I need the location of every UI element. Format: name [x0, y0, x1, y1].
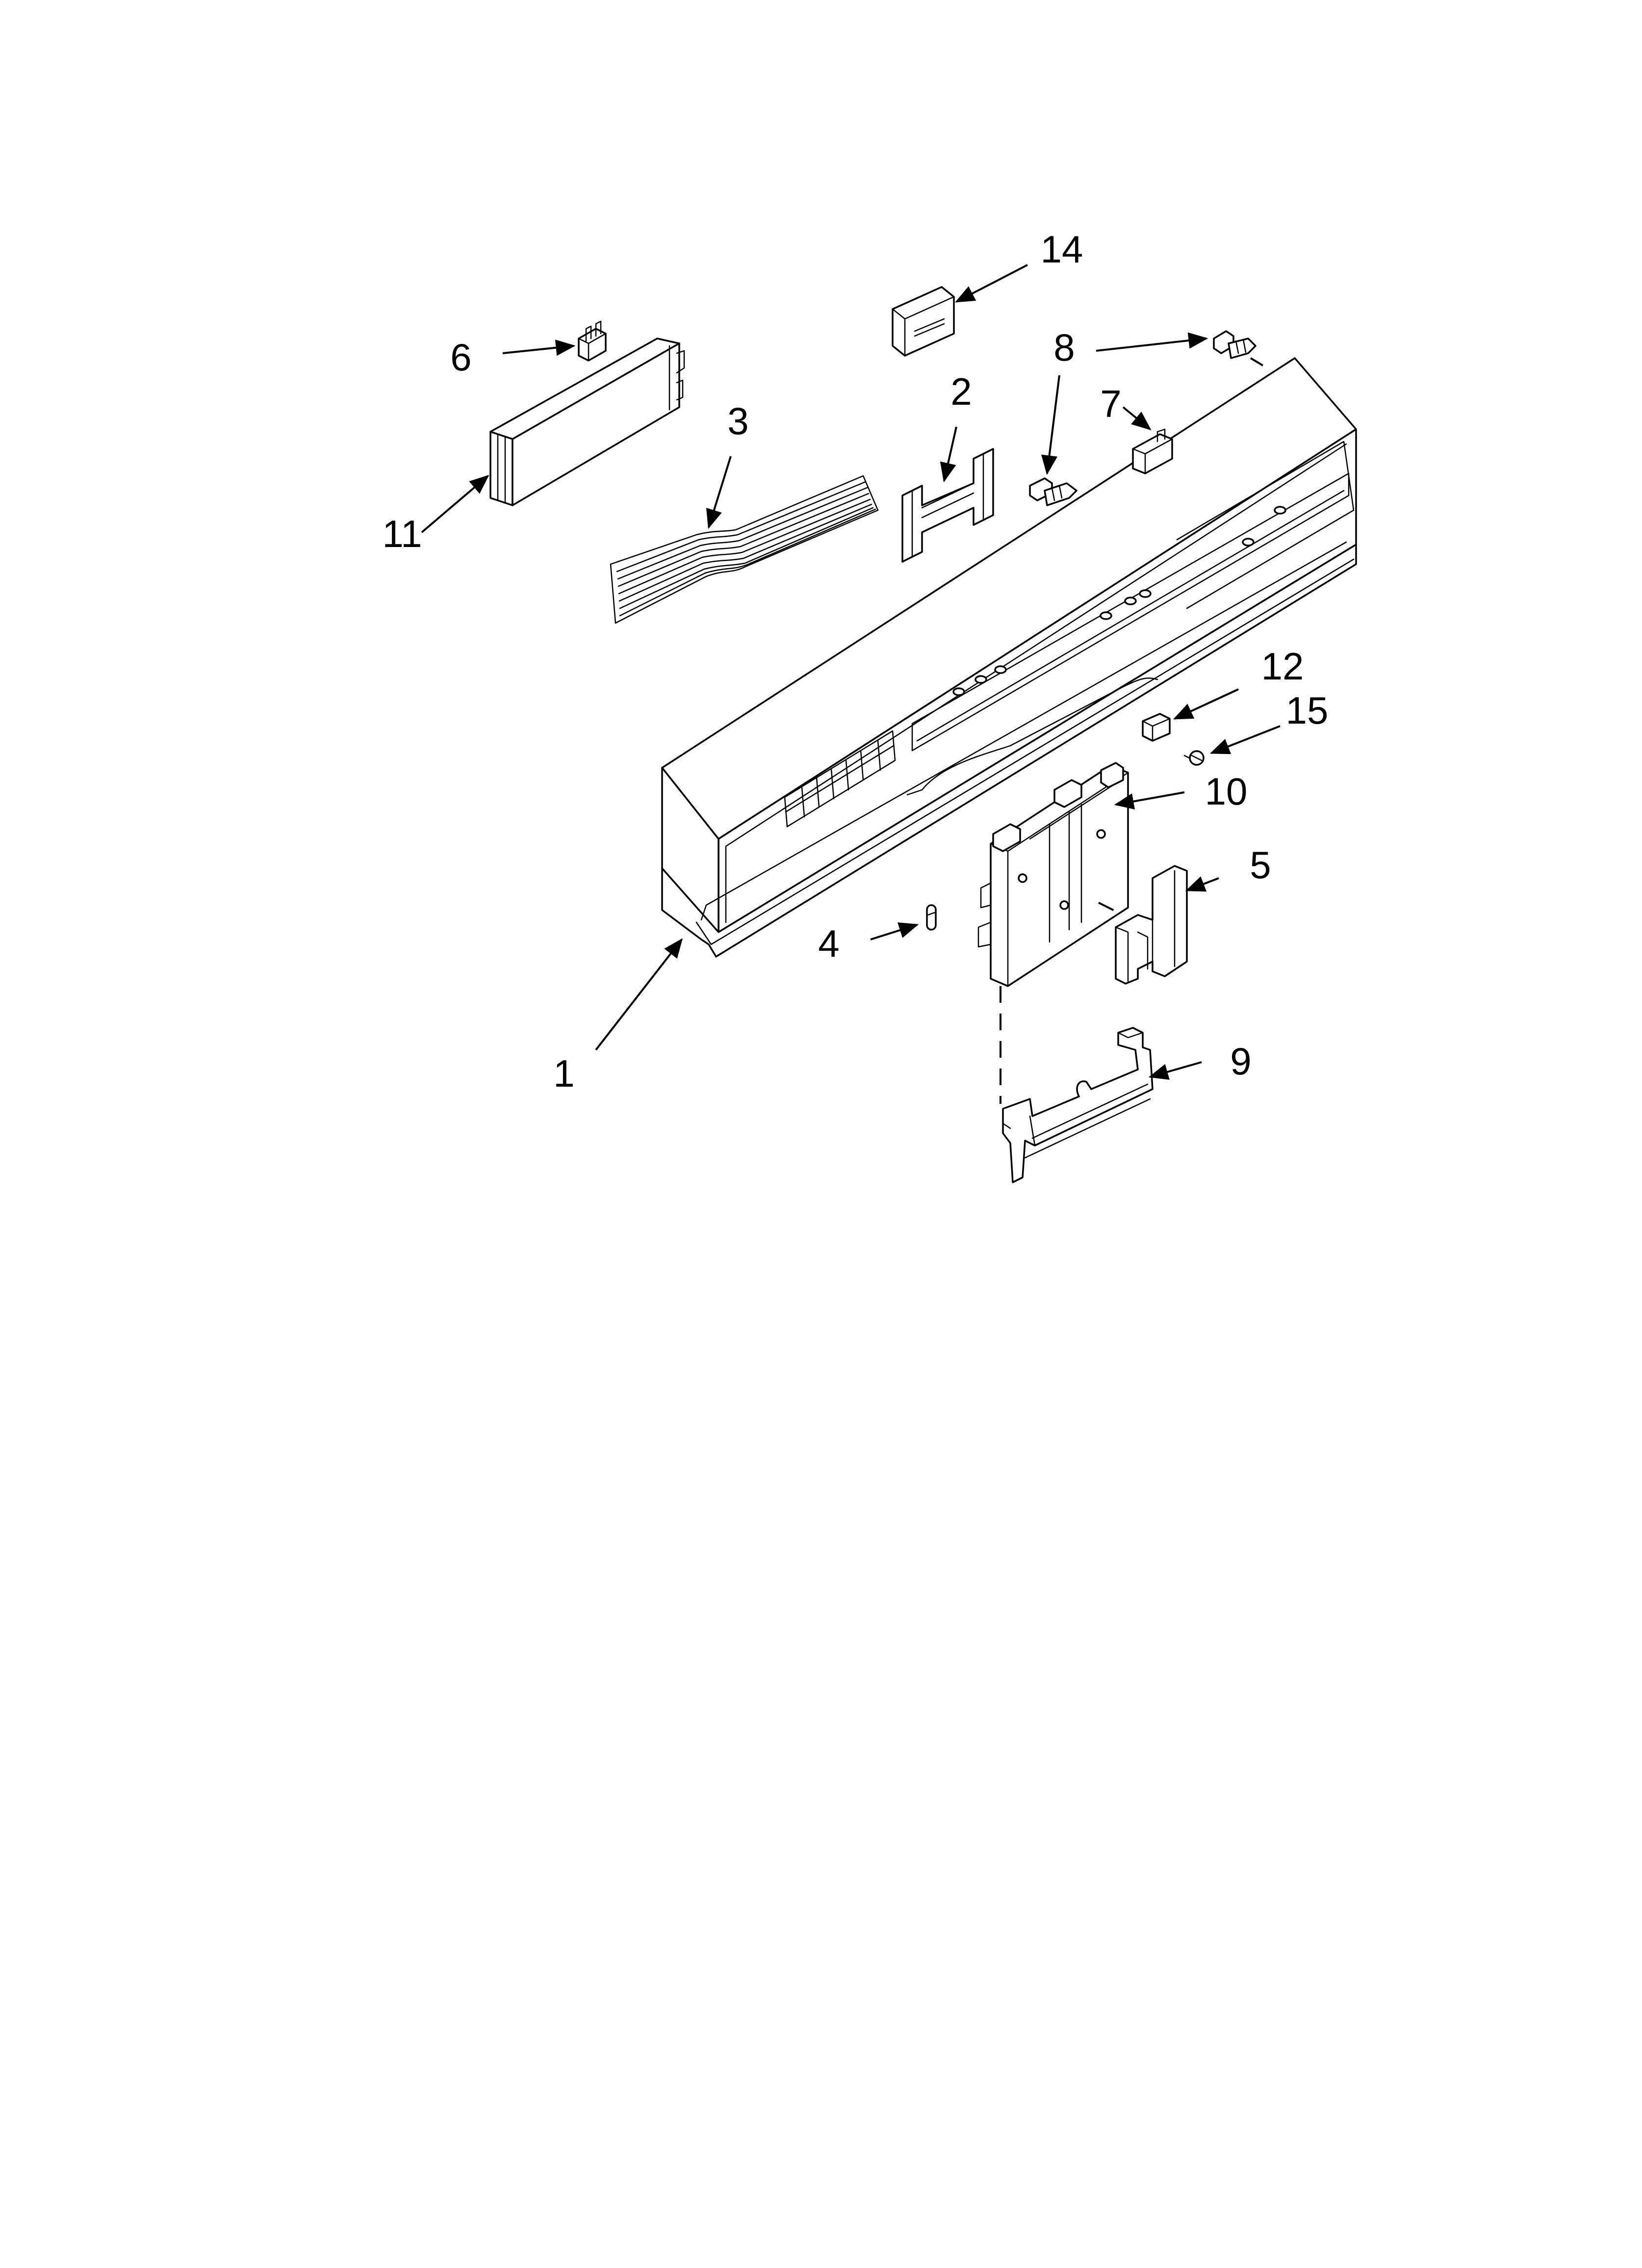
leader-2 — [940, 426, 957, 483]
screw-part-15 — [1183, 750, 1205, 766]
callout-12: 12 — [1261, 645, 1304, 688]
latch-housing-part-10 — [977, 762, 1129, 987]
callout-6: 6 — [450, 336, 471, 379]
wire-harness-part — [610, 475, 879, 624]
leader-3 — [706, 456, 732, 529]
lower-bracket-part-9 — [1002, 1027, 1154, 1183]
callout-labels: 1 2 3 4 5 6 7 8 9 10 11 12 14 15 — [383, 228, 1329, 1095]
callout-3: 3 — [727, 399, 748, 443]
leader-12 — [1173, 688, 1239, 720]
callout-9: 9 — [1230, 1040, 1251, 1083]
control-module-part — [489, 338, 685, 506]
leader-11 — [421, 474, 489, 533]
callout-4: 4 — [818, 922, 839, 965]
leader-6 — [502, 339, 576, 356]
leader-1 — [595, 938, 683, 1051]
clip-part-6 — [578, 320, 607, 362]
callout-5: 5 — [1250, 843, 1271, 886]
callout-7: 7 — [1100, 382, 1121, 425]
callout-1: 1 — [553, 1052, 574, 1095]
callout-11: 11 — [383, 512, 422, 555]
assembly-guide-line-2 — [1098, 902, 1124, 916]
leader-14 — [955, 264, 1028, 303]
label-part-14 — [892, 286, 955, 357]
leader-15 — [1209, 725, 1281, 755]
callout-10: 10 — [1205, 770, 1248, 813]
leader-10 — [1114, 791, 1185, 809]
leader-9 — [1148, 1061, 1202, 1080]
pin-part-4 — [926, 904, 937, 931]
callout-15: 15 — [1286, 689, 1329, 732]
leader-lines — [421, 264, 1281, 1104]
side-bracket-part-5 — [1115, 865, 1188, 985]
bracket-part-2 — [901, 448, 994, 563]
callout-8: 8 — [1053, 326, 1075, 369]
leader-7 — [1122, 406, 1152, 431]
callout-2: 2 — [950, 370, 972, 413]
leader-8c — [1250, 357, 1264, 366]
screw-part-8b — [1213, 330, 1257, 359]
leader-5 — [1185, 876, 1219, 892]
leader-8b — [1096, 332, 1208, 352]
callout-14: 14 — [1041, 228, 1083, 271]
switch-part-12 — [1142, 713, 1171, 742]
screw-part-8a — [1029, 477, 1078, 506]
leader-8a — [1041, 375, 1060, 475]
leader-4 — [870, 922, 919, 940]
control-panel-part — [661, 357, 1357, 958]
clip-part-7 — [1132, 428, 1173, 474]
